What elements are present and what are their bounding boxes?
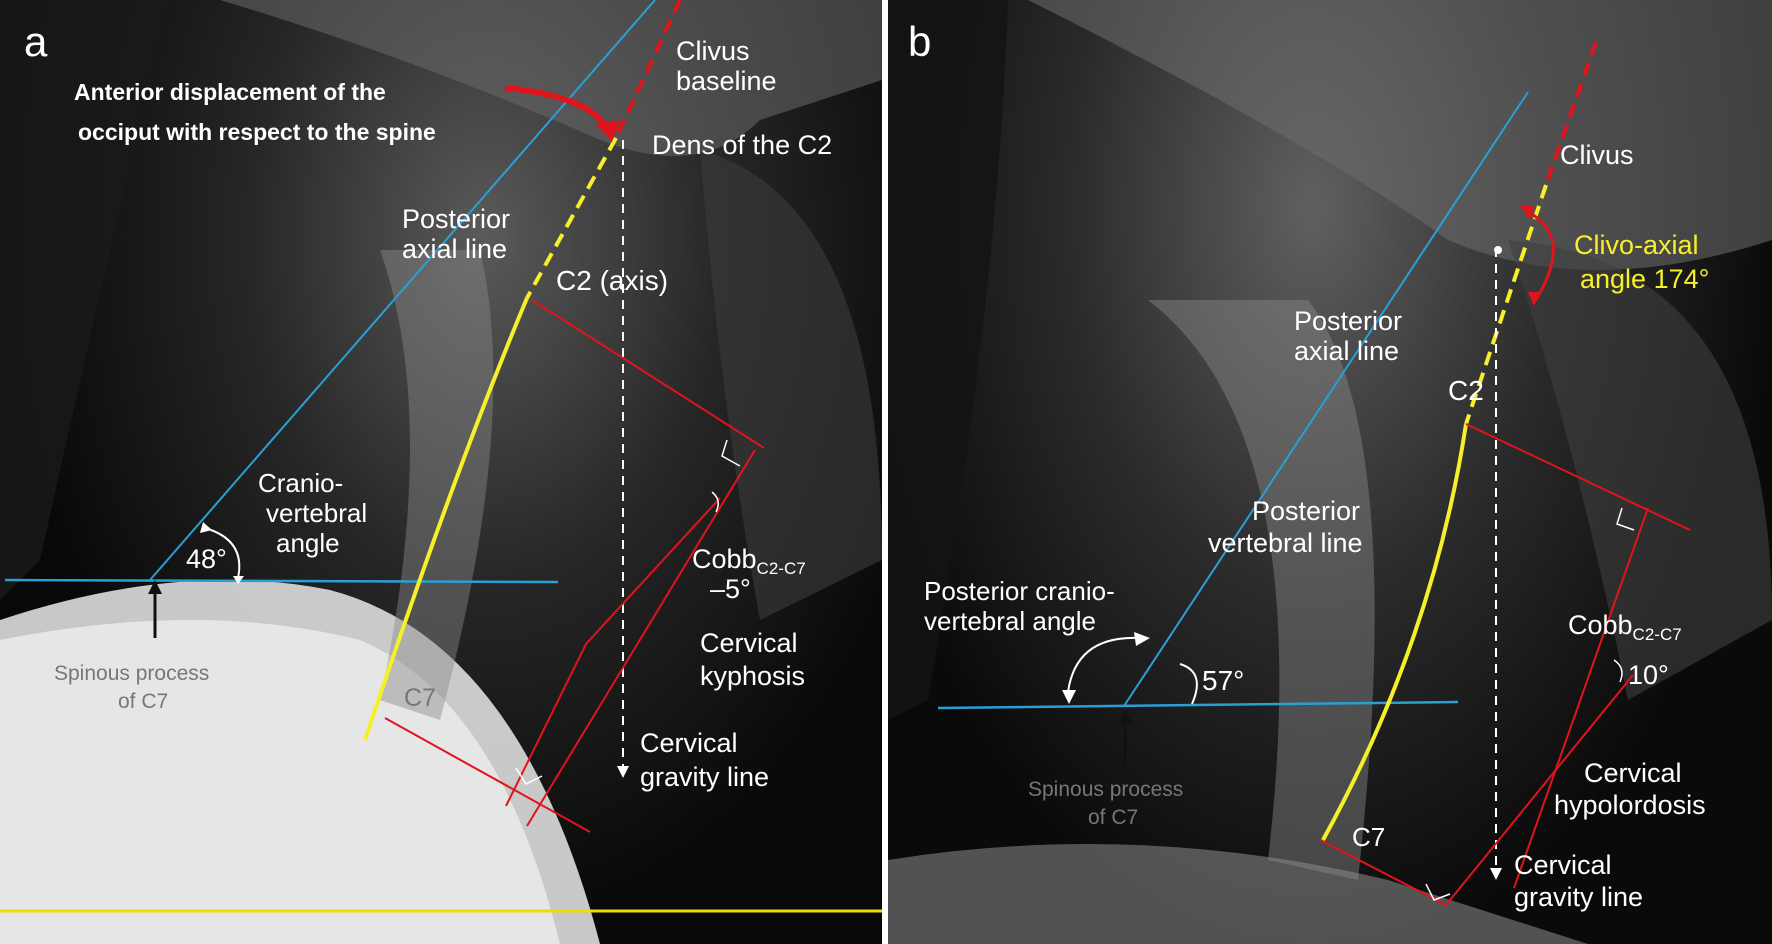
- gravity-label-line2-a: gravity line: [640, 762, 769, 792]
- posterior-axial-label-line2-a: axial line: [402, 234, 507, 264]
- c7-label-a: C7: [404, 684, 436, 712]
- spinous-label-line1-b: Spinous process: [1028, 778, 1183, 801]
- cv-arc-arrow-a1: [200, 522, 212, 533]
- spinous-label-line2-a: of C7: [118, 690, 168, 713]
- cobb-label-b: CobbC2-C7: [1568, 610, 1682, 644]
- c7-perpendicular-b: [1445, 674, 1634, 906]
- pcv-arc-arrow-b1: [1062, 690, 1076, 704]
- clivo-axial-vertex-b: [1494, 246, 1502, 254]
- clivo-axial-arrow-b1: [1520, 206, 1534, 220]
- c2-endplate-line-a: [531, 299, 765, 449]
- cv-angle-line-a: [149, 0, 656, 581]
- right-angle-mark-a1: [721, 439, 741, 467]
- gravity-label-line1-b: Cervical: [1514, 850, 1612, 880]
- pcv-angle-value-b: 57°: [1202, 665, 1244, 696]
- cv-angle-label-line3-a: angle: [276, 528, 340, 558]
- cobb-converge-a: [585, 497, 721, 645]
- spinous-arrowhead-b: [1118, 710, 1132, 724]
- clivo-axial-label-line1-b: Clivo-axial: [1574, 230, 1699, 260]
- cobb-value-b: 10°: [1628, 660, 1669, 690]
- cv-angle-arc-a: [204, 527, 241, 579]
- curve-label-line2-a: kyphosis: [700, 661, 805, 691]
- displacement-note-line1-a: Anterior displacement of the: [74, 79, 386, 105]
- panel-a-overlay: a Anterior displacement of the occiput w…: [0, 0, 882, 944]
- c2-endplate-line-b: [1465, 423, 1691, 531]
- xray-anatomy-a: [0, 0, 882, 944]
- cv-arc-arrow-a2: [233, 576, 244, 584]
- panel-b: b Clivus Clivo-axial angle 174° Posterio…: [888, 0, 1772, 944]
- cv-angle-value-a: 48°: [186, 544, 227, 574]
- curve-label-line1-a: Cervical: [700, 628, 798, 658]
- right-angle-mark-a2: [515, 767, 543, 785]
- spinous-label-line2-b: of C7: [1088, 806, 1138, 829]
- displacement-note-line2-a: occiput with respect to the spine: [78, 119, 436, 145]
- panel-a: a Anterior displacement of the occiput w…: [0, 0, 882, 944]
- posterior-vertebral-line-a: [363, 297, 529, 741]
- pcv-angle-label-line2-b: vertebral angle: [924, 606, 1096, 636]
- panel-letter-a: a: [24, 18, 48, 65]
- posterior-axial-label-line1-b: Posterior: [1294, 306, 1402, 336]
- cobb-main-a: Cobb: [692, 544, 757, 574]
- c2-perpendicular-b: [1513, 507, 1649, 889]
- pcv-angle-line-b: [1123, 91, 1529, 707]
- panel-letter-b: b: [908, 18, 931, 65]
- c2-label-a: C2 (axis): [556, 265, 668, 296]
- curve-label-line2-b: hypolordosis: [1554, 790, 1706, 820]
- cobb-main-b: Cobb: [1568, 610, 1633, 640]
- dens-label-a: Dens of the C2: [652, 130, 832, 160]
- clivo-axial-arc-b: [1527, 210, 1555, 297]
- c7-endplate-line-b: [1319, 839, 1447, 906]
- posterior-axial-label-line2-b: axial line: [1294, 336, 1399, 366]
- clivus-label-b: Clivus: [1560, 140, 1634, 170]
- gravity-label-line1-a: Cervical: [640, 728, 738, 758]
- clivus-baseline-line-a: [614, 0, 682, 139]
- posterior-axial-line-b: [1464, 184, 1548, 425]
- cobb-sub-b: C2-C7: [1633, 625, 1682, 644]
- clivus-line-b: [1544, 41, 1598, 186]
- pcv-reflex-arc-b: [1067, 636, 1139, 693]
- c2-perpendicular-a: [526, 449, 756, 827]
- cv-angle-label-line1-a: Cranio-: [258, 468, 343, 498]
- c7-label-b: C7: [1352, 822, 1385, 852]
- panel-b-overlay: b Clivus Clivo-axial angle 174° Posterio…: [888, 0, 1772, 944]
- cobb-arc-b: [1613, 659, 1623, 683]
- cobb-arc-a: [711, 491, 719, 513]
- posterior-vertebral-label-line2-b: vertebral line: [1208, 528, 1363, 558]
- c7-perpendicular-a: [505, 643, 587, 807]
- pcv-arc-arrow-b2: [1134, 632, 1150, 646]
- right-angle-mark-b1: [1616, 507, 1635, 531]
- pcv-acute-arc-b: [1179, 663, 1198, 705]
- posterior-vertebral-label-line1-b: Posterior: [1252, 496, 1360, 526]
- xray-anatomy-b: [888, 0, 1772, 944]
- pcv-angle-label-line1-b: Posterior cranio-: [924, 576, 1115, 606]
- gravity-label-line2-b: gravity line: [1514, 882, 1643, 912]
- panel-divider: [882, 0, 888, 944]
- clivo-axial-arrow-b2: [1528, 292, 1542, 306]
- c7-endplate-line-a: [384, 717, 591, 833]
- gravity-arrowhead-a: [617, 766, 629, 778]
- horizontal-baseline-a: [4, 578, 559, 584]
- posterior-axial-line-a: [525, 137, 618, 299]
- cobb-sub-a: C2-C7: [757, 559, 806, 578]
- displacement-arrowhead-a: [596, 120, 620, 142]
- horizontal-baseline-b: [937, 700, 1459, 710]
- cv-angle-label-line2-a: vertebral: [266, 498, 367, 528]
- c2-label-b: C2: [1448, 375, 1484, 406]
- gravity-arrowhead-b: [1490, 868, 1502, 880]
- posterior-vertebral-line-b: [1321, 423, 1468, 841]
- posterior-axial-label-line1-a: Posterior: [402, 204, 510, 234]
- cobb-value-a: –5°: [710, 574, 751, 604]
- right-angle-mark-b2: [1425, 883, 1451, 901]
- curve-label-line1-b: Cervical: [1584, 758, 1682, 788]
- spinous-label-line1-a: Spinous process: [54, 662, 209, 685]
- spinous-arrowhead-a: [148, 580, 162, 594]
- clivo-axial-label-line2-b: angle 174°: [1580, 264, 1709, 294]
- cobb-label-a: CobbC2-C7: [692, 544, 806, 578]
- clivus-label-line2-a: baseline: [676, 66, 777, 96]
- clivus-label-line1-a: Clivus: [676, 36, 750, 66]
